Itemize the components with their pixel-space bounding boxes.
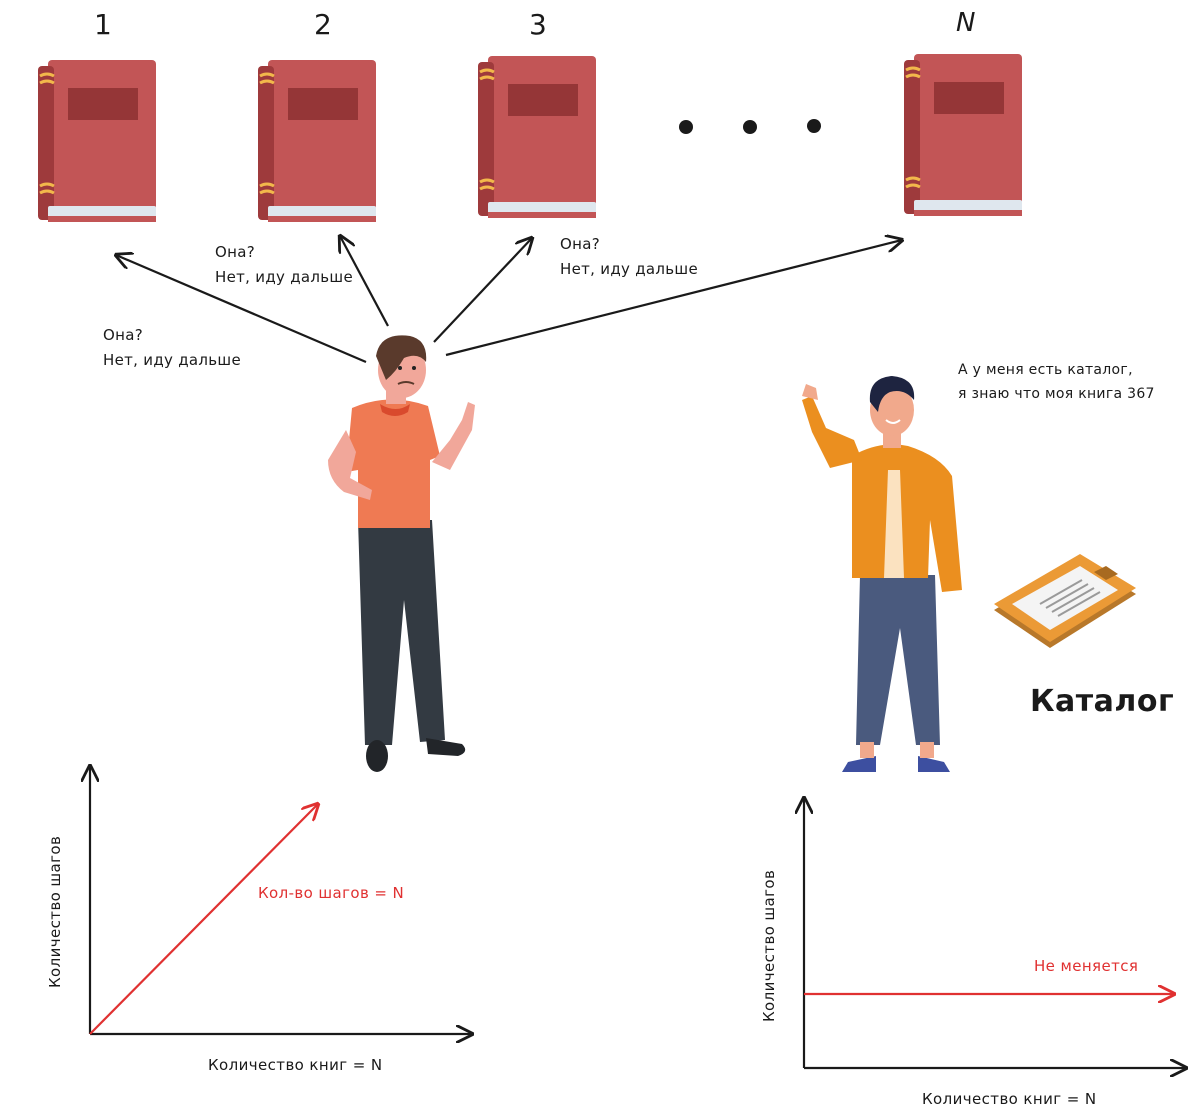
arrow-to-book-1 bbox=[116, 255, 367, 364]
catalog-title: Каталог bbox=[1030, 684, 1175, 719]
book-3 bbox=[476, 54, 598, 220]
chart-linear-ylabel: Количество шагов bbox=[46, 835, 64, 988]
book-label-3: 3 bbox=[529, 8, 547, 41]
chart-constant-xlabel: Количество книг = N bbox=[922, 1090, 1097, 1108]
book-label-n: N bbox=[956, 8, 976, 38]
bubble-catalog-line-1: А у меня есть каталог, bbox=[958, 362, 1133, 378]
arrow-to-book-2 bbox=[340, 236, 389, 327]
catalog-clipboard-icon bbox=[994, 554, 1136, 648]
chart-linear-trend-line bbox=[89, 804, 318, 1035]
arrow-to-book-3 bbox=[433, 238, 532, 343]
bubble-book-1-question: Она? bbox=[103, 326, 143, 344]
chart-linear-xlabel: Количество книг = N bbox=[208, 1056, 383, 1074]
book-1 bbox=[36, 58, 158, 224]
chart-constant-ylabel: Количество шагов bbox=[760, 869, 778, 1022]
man-illustration bbox=[328, 335, 475, 772]
chart-linear-annotation: Кол-во шагов = N bbox=[258, 884, 405, 902]
book-2 bbox=[256, 58, 378, 224]
bubble-book-1-answer: Нет, иду дальше bbox=[103, 351, 241, 369]
ellipsis-dots bbox=[679, 119, 821, 134]
chart-constant-annotation: Не меняется bbox=[1034, 957, 1139, 975]
bubble-book-3: Она? Нет, иду дальше bbox=[560, 232, 698, 282]
book-label-2: 2 bbox=[314, 8, 332, 41]
bubble-catalog-person: А у меня есть каталог, я знаю что моя кн… bbox=[958, 358, 1155, 406]
chart-linear bbox=[90, 766, 472, 1034]
book-n bbox=[902, 52, 1024, 218]
book-label-1: 1 bbox=[94, 8, 112, 41]
arrow-to-book-n bbox=[445, 240, 902, 357]
bubble-book-3-answer: Нет, иду дальше bbox=[560, 260, 698, 278]
search-arrows bbox=[116, 236, 902, 364]
bubble-book-3-question: Она? bbox=[560, 235, 600, 253]
woman-illustration bbox=[802, 376, 962, 772]
bubble-book-2-question: Она? bbox=[215, 243, 255, 261]
bubble-book-1: Она? Нет, иду дальше bbox=[103, 323, 241, 373]
bubble-book-2-answer: Нет, иду дальше bbox=[215, 268, 353, 286]
chart-constant bbox=[804, 798, 1186, 1068]
bubble-catalog-line-2: я знаю что моя книга 367 bbox=[958, 386, 1155, 402]
bubble-book-2: Она? Нет, иду дальше bbox=[215, 240, 353, 290]
